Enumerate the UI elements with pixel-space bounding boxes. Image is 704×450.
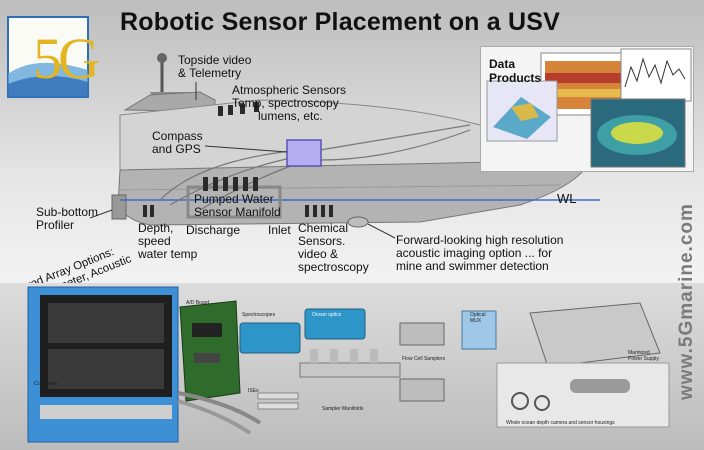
flow-cell-samplers-label: Flow Cell Samplers bbox=[402, 356, 446, 362]
topside-video-label: Topside video & Telemetry bbox=[178, 54, 251, 80]
power-line-2: Power Supply bbox=[628, 356, 659, 362]
compass-line-2: and GPS bbox=[152, 142, 201, 156]
topside-line-2: & Telemetry bbox=[178, 66, 242, 80]
ad-board-label: A/D Board bbox=[186, 300, 210, 306]
data-products-label: Data Products bbox=[489, 57, 541, 85]
sub-bottom-line-2: Profiler bbox=[36, 218, 75, 232]
pumped-line-1: Pumped Water bbox=[194, 192, 274, 206]
pumped-line-2: Sensor Manifold bbox=[194, 205, 281, 219]
computer-label: Computer bbox=[34, 381, 59, 387]
depth-speed-label: Depth, speed water temp bbox=[138, 222, 197, 261]
chemical-sensors-label: Chemical Sensors. video & spectroscopy bbox=[298, 222, 369, 274]
power-line-1: Marinized bbox=[628, 350, 650, 356]
forward-looking-label: Forward-looking high resolution acoustic… bbox=[396, 234, 563, 273]
ises-label: ISEs bbox=[248, 388, 259, 394]
equipment-graphics bbox=[27, 286, 670, 443]
depth-line-2: speed bbox=[138, 234, 171, 248]
forward-line-3: mine and swimmer detection bbox=[396, 259, 549, 273]
topside-line-1: Topside video bbox=[178, 53, 252, 67]
spectroscopes-label: Spectroscopes bbox=[242, 312, 276, 318]
page-title: Robotic Sensor Placement on a USV bbox=[120, 8, 561, 36]
forward-line-1: Forward-looking high resolution bbox=[396, 233, 564, 247]
atmospheric-line-3: lumens, etc. bbox=[258, 109, 323, 123]
optical-mux-line-1: Optical bbox=[470, 312, 486, 318]
optical-mux-line-2: MUX bbox=[470, 318, 482, 324]
5g-logo: 5G bbox=[5, 14, 100, 100]
chemical-line-1: Chemical bbox=[298, 221, 349, 235]
data-products-line-2: Products bbox=[489, 71, 542, 85]
compass-line-1: Compass bbox=[152, 129, 203, 143]
inlet-label: Inlet bbox=[268, 223, 291, 237]
sub-bottom-profiler-label: Sub-bottom Profiler bbox=[36, 206, 98, 232]
chemical-line-4: spectroscopy bbox=[298, 260, 369, 274]
waterline-label: WL bbox=[557, 191, 577, 206]
housings-label: Whole ocean depth camera and sensor hous… bbox=[506, 420, 615, 426]
sampler-manifolds-label: Sampler Manifolds bbox=[322, 406, 364, 412]
data-products-line-1: Data bbox=[489, 57, 516, 71]
atmospheric-sensors-label: Atmospheric Sensors Temp, spectroscopy l… bbox=[232, 84, 346, 123]
chemical-line-2: Sensors. bbox=[298, 234, 346, 248]
data-products-panel: Data Products bbox=[480, 46, 694, 172]
forward-line-2: acoustic imaging option ... for bbox=[396, 246, 553, 260]
sub-bottom-line-1: Sub-bottom bbox=[36, 205, 99, 219]
pumped-water-label: Pumped Water Sensor Manifold bbox=[194, 193, 281, 219]
power-supply-label: Marinized Power Supply bbox=[628, 350, 659, 362]
website-url: www.5Gmarine.com bbox=[676, 203, 697, 400]
chemical-line-3: video & bbox=[298, 247, 339, 261]
logo-text: 5G bbox=[33, 26, 100, 91]
data-products-graphics bbox=[486, 48, 692, 168]
depth-line-1: Depth, bbox=[138, 221, 174, 235]
atmospheric-line-1: Atmospheric Sensors bbox=[232, 83, 347, 97]
depth-line-3: water temp bbox=[138, 247, 198, 261]
ocean-optics-label: Ocean optics bbox=[312, 312, 342, 318]
atmospheric-line-2: Temp, spectroscopy bbox=[232, 96, 339, 110]
compass-gps-label: Compass and GPS bbox=[152, 130, 203, 156]
discharge-label: Discharge bbox=[186, 223, 241, 237]
optical-mux-label: Optical MUX bbox=[470, 312, 486, 324]
